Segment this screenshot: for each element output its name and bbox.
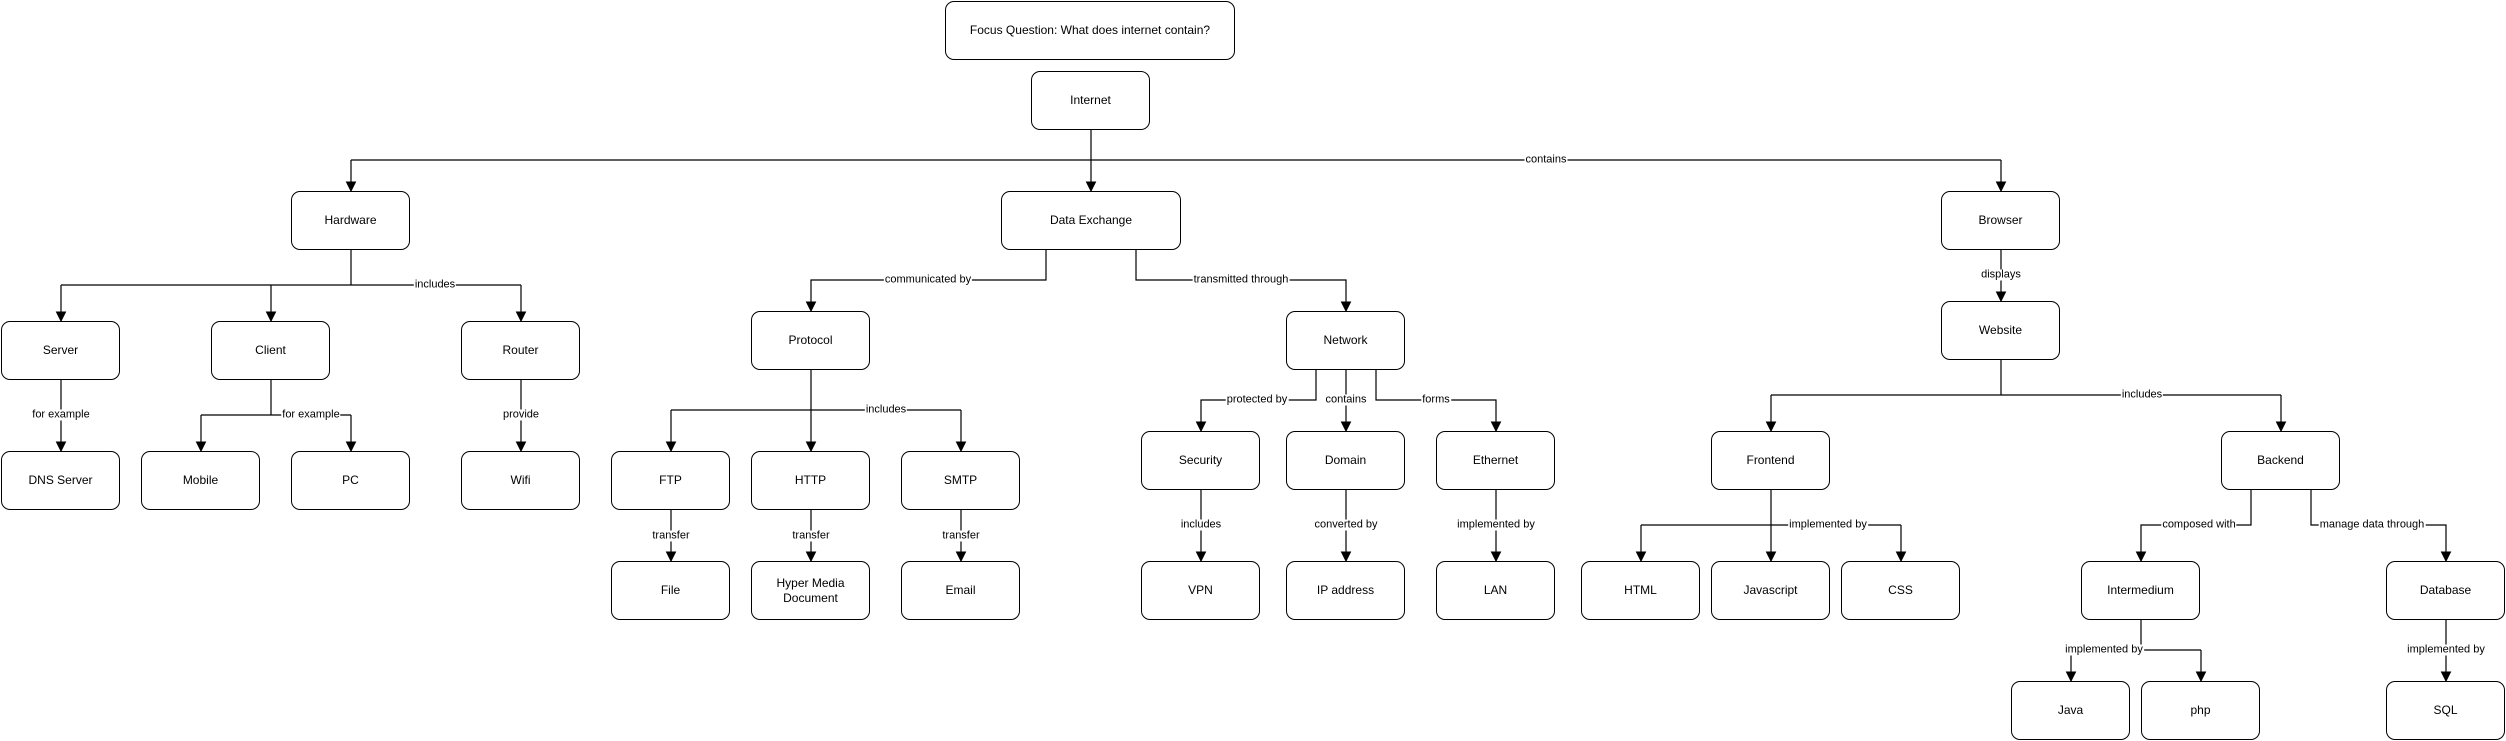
arrowhead xyxy=(2195,671,2207,683)
edge-label-intermedium-implemented-by: implemented by xyxy=(2064,643,2144,656)
node-http[interactable]: HTTP xyxy=(751,451,870,510)
arrowhead xyxy=(2065,671,2077,683)
node-website[interactable]: Website xyxy=(1941,301,2060,360)
node-html[interactable]: HTML xyxy=(1581,561,1700,620)
arrowhead xyxy=(1340,421,1352,433)
arrowhead xyxy=(1340,301,1352,313)
node-server[interactable]: Server xyxy=(1,321,120,380)
node-file[interactable]: File xyxy=(611,561,730,620)
node-intermedium[interactable]: Intermedium xyxy=(2081,561,2200,620)
arrowhead xyxy=(2135,551,2147,563)
node-domain[interactable]: Domain xyxy=(1286,431,1405,490)
arrowhead xyxy=(1490,421,1502,433)
node-javascript[interactable]: Javascript xyxy=(1711,561,1830,620)
edge-label-ftp-transfer: transfer xyxy=(651,529,691,542)
arrowhead xyxy=(2440,671,2452,683)
arrowhead xyxy=(2440,551,2452,563)
edge-label-client-for-example: for example xyxy=(281,408,341,421)
arrowhead xyxy=(955,441,967,453)
arrowhead xyxy=(955,551,967,563)
arrowhead xyxy=(1195,421,1207,433)
arrowhead xyxy=(55,311,67,323)
edge-label-provide: provide xyxy=(501,408,541,421)
node-hardware[interactable]: Hardware xyxy=(291,191,410,250)
edge-label-protected-by: protected by xyxy=(1225,393,1289,406)
edge-label-website-includes: includes xyxy=(2120,388,2164,401)
arrowhead xyxy=(665,441,677,453)
node-focus-question[interactable]: Focus Question: What does internet conta… xyxy=(945,1,1235,60)
edge-label-security-includes: includes xyxy=(1179,518,1223,531)
node-ftp[interactable]: FTP xyxy=(611,451,730,510)
node-internet[interactable]: Internet xyxy=(1031,71,1150,130)
arrowhead xyxy=(1995,291,2007,303)
node-pc[interactable]: PC xyxy=(291,451,410,510)
node-css[interactable]: CSS xyxy=(1841,561,1960,620)
arrowhead xyxy=(805,301,817,313)
arrowhead xyxy=(1635,551,1647,563)
arrowhead xyxy=(805,441,817,453)
edge-label-converted-by: converted by xyxy=(1313,518,1379,531)
node-php[interactable]: php xyxy=(2141,681,2260,740)
arrowhead xyxy=(1085,181,1097,193)
arrowhead xyxy=(265,311,277,323)
arrowhead xyxy=(515,441,527,453)
arrowhead xyxy=(345,181,357,193)
node-ip-address[interactable]: IP address xyxy=(1286,561,1405,620)
arrowhead xyxy=(1340,551,1352,563)
node-java[interactable]: Java xyxy=(2011,681,2130,740)
edge-label-communicated-by: communicated by xyxy=(883,273,973,286)
arrowhead xyxy=(665,551,677,563)
node-mobile[interactable]: Mobile xyxy=(141,451,260,510)
node-backend[interactable]: Backend xyxy=(2221,431,2340,490)
arrowhead xyxy=(2275,421,2287,433)
edge-label-server-for-example: for example xyxy=(31,408,91,421)
node-protocol[interactable]: Protocol xyxy=(751,311,870,370)
node-dns-server[interactable]: DNS Server xyxy=(1,451,120,510)
edge-label-forms: forms xyxy=(1421,393,1451,406)
edge-label-hardware-includes: includes xyxy=(413,278,457,291)
node-smtp[interactable]: SMTP xyxy=(901,451,1020,510)
node-wifi[interactable]: Wifi xyxy=(461,451,580,510)
arrowhead xyxy=(345,441,357,453)
edge-label-contains: contains xyxy=(1524,153,1568,166)
node-lan[interactable]: LAN xyxy=(1436,561,1555,620)
edge-label-displays: displays xyxy=(1980,268,2022,281)
arrowhead xyxy=(55,441,67,453)
edge-label-http-transfer: transfer xyxy=(791,529,831,542)
edge-label-manage-data-through: manage data through xyxy=(2318,518,2426,531)
node-ethernet[interactable]: Ethernet xyxy=(1436,431,1555,490)
edge-label-transmitted-through: transmitted through xyxy=(1192,273,1290,286)
arrowhead xyxy=(195,441,207,453)
arrowhead xyxy=(1995,181,2007,193)
arrowhead xyxy=(805,551,817,563)
edge-label-ethernet-implemented-by: implemented by xyxy=(1456,518,1536,531)
node-sql[interactable]: SQL xyxy=(2386,681,2505,740)
edge-label-database-implemented-by: implemented by xyxy=(2406,643,2486,656)
node-frontend[interactable]: Frontend xyxy=(1711,431,1830,490)
edge-label-frontend-implemented-by: implemented by xyxy=(1788,518,1868,531)
arrowhead xyxy=(1895,551,1907,563)
arrowhead xyxy=(515,311,527,323)
arrowhead xyxy=(1195,551,1207,563)
node-vpn[interactable]: VPN xyxy=(1141,561,1260,620)
node-client[interactable]: Client xyxy=(211,321,330,380)
node-database[interactable]: Database xyxy=(2386,561,2505,620)
node-data-exchange[interactable]: Data Exchange xyxy=(1001,191,1181,250)
node-router[interactable]: Router xyxy=(461,321,580,380)
node-email[interactable]: Email xyxy=(901,561,1020,620)
arrowhead xyxy=(1765,421,1777,433)
node-security[interactable]: Security xyxy=(1141,431,1260,490)
edge-label-protocol-includes: includes xyxy=(864,403,908,416)
node-browser[interactable]: Browser xyxy=(1941,191,2060,250)
edge-label-composed-with: composed with xyxy=(2161,518,2237,531)
edge-label-smtp-transfer: transfer xyxy=(941,529,981,542)
edge-label-network-contains: contains xyxy=(1324,393,1368,406)
node-network[interactable]: Network xyxy=(1286,311,1405,370)
node-hyper-media-document[interactable]: Hyper Media Document xyxy=(751,561,870,620)
arrowhead xyxy=(1765,551,1777,563)
arrowhead xyxy=(1490,551,1502,563)
